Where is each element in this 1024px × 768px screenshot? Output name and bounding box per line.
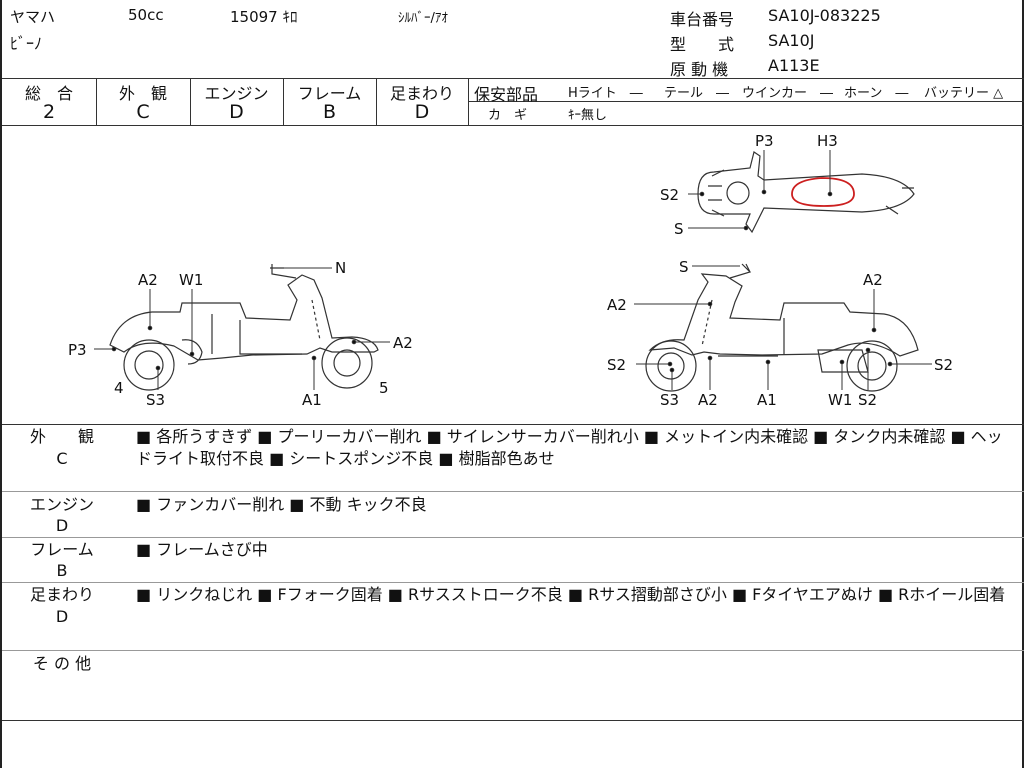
model-type: SA10J bbox=[768, 31, 815, 50]
label-h3: H3 bbox=[817, 132, 838, 150]
label-5: 5 bbox=[379, 379, 389, 397]
divider bbox=[376, 78, 377, 126]
label-s3: S3 bbox=[146, 391, 165, 409]
safety-winker: ウインカー ― bbox=[742, 86, 834, 101]
body-color: ｼﾙﾊﾞｰ/ｱｵ bbox=[398, 11, 448, 26]
engine-no: A113E bbox=[768, 56, 820, 75]
label-a2: A2 bbox=[698, 391, 718, 409]
grade-engine-label: エンジン bbox=[204, 84, 269, 103]
label-p3: P3 bbox=[68, 341, 87, 359]
note-frame-grade: B bbox=[56, 561, 68, 580]
label-a1: A1 bbox=[302, 391, 322, 409]
label-s2: S2 bbox=[660, 186, 679, 204]
note-exterior-text: ■ 各所うすきず ■ プーリーカバー削れ ■ サイレンサーカバー削れ小 ■ メッ… bbox=[136, 427, 1003, 468]
model-type-label: 型 式 bbox=[670, 35, 735, 54]
note-suspension-grade: D bbox=[55, 607, 69, 626]
grade-frame-value: B bbox=[322, 101, 337, 123]
key-label: カ ギ bbox=[488, 108, 528, 123]
displacement: 50cc bbox=[128, 6, 164, 24]
divider bbox=[468, 78, 469, 126]
label-4: 4 bbox=[114, 379, 124, 397]
grade-exterior-value: C bbox=[136, 101, 150, 123]
damage-diagram: A2 W1 N A2 P3 4 5 S3 A1 S A2 A2 S2 S2 S3… bbox=[68, 132, 953, 409]
grade-suspension-label: 足まわり bbox=[389, 84, 454, 103]
divider bbox=[2, 537, 1024, 538]
grade-overall-value: 2 bbox=[42, 101, 56, 123]
note-other-label: そ の 他 bbox=[32, 654, 92, 673]
maker: ヤマハ bbox=[10, 8, 56, 26]
grade-frame-label: フレーム bbox=[297, 84, 362, 103]
rear-wheel bbox=[123, 339, 175, 391]
frame-no: SA10J-083225 bbox=[768, 6, 881, 25]
rear-wheel bbox=[846, 340, 898, 392]
label-s2: S2 bbox=[607, 356, 626, 374]
label-p3: P3 bbox=[755, 132, 774, 150]
label-n: N bbox=[335, 259, 346, 277]
note-suspension-label: 足まわり bbox=[29, 585, 94, 604]
model-name: ﾋﾞｰﾉ bbox=[10, 34, 43, 53]
note-engine-grade: D bbox=[55, 516, 69, 535]
label-w1: W1 bbox=[179, 271, 203, 289]
label-a2: A2 bbox=[393, 334, 413, 352]
divider bbox=[2, 650, 1024, 651]
safety-tail: テール ― bbox=[664, 86, 730, 101]
note-frame-label: フレーム bbox=[30, 540, 94, 559]
label-s3: S3 bbox=[660, 391, 679, 409]
divider bbox=[2, 424, 1024, 425]
grade-exterior-label: 外 観 bbox=[118, 84, 167, 103]
grade-engine-value: D bbox=[229, 101, 244, 123]
note-exterior-grade: C bbox=[56, 449, 68, 468]
label-a2: A2 bbox=[607, 296, 627, 314]
label-a2: A2 bbox=[138, 271, 158, 289]
note-frame-text: ■ フレームさび中 bbox=[136, 540, 268, 559]
front-wheel bbox=[645, 340, 697, 392]
safety-title: 保安部品 bbox=[474, 85, 539, 104]
label-s2: S2 bbox=[858, 391, 877, 409]
divider bbox=[2, 78, 1024, 79]
label-a2: A2 bbox=[863, 271, 883, 289]
divider bbox=[2, 491, 1024, 492]
divider bbox=[468, 101, 1024, 102]
label-a1: A1 bbox=[757, 391, 777, 409]
safety-battery: バッテリー △ bbox=[924, 86, 1004, 101]
damage-mark-h3 bbox=[791, 177, 855, 207]
divider bbox=[2, 582, 1024, 583]
label-s: S bbox=[674, 220, 684, 238]
divider bbox=[2, 125, 1024, 126]
frame-no-label: 車台番号 bbox=[670, 10, 735, 29]
note-engine-text: ■ ファンカバー削れ ■ 不動 キック不良 bbox=[136, 495, 427, 514]
grade-suspension-value: D bbox=[414, 101, 430, 123]
note-exterior-label: 外 観 bbox=[29, 427, 94, 446]
label-s2: S2 bbox=[934, 356, 953, 374]
divider bbox=[96, 78, 97, 126]
engine-label: 原 動 機 bbox=[670, 60, 729, 79]
divider bbox=[2, 720, 1024, 721]
safety-headlight: Hライト ― bbox=[568, 86, 643, 101]
label-s: S bbox=[679, 258, 689, 276]
key-value: ｷｰ無し bbox=[568, 108, 608, 123]
grade-overall-label: 総 合 bbox=[24, 84, 73, 103]
divider bbox=[283, 78, 284, 126]
divider bbox=[190, 78, 191, 126]
label-w1: W1 bbox=[828, 391, 852, 409]
note-engine-label: エンジン bbox=[29, 495, 94, 514]
note-suspension-text: ■ リンクねじれ ■ Fフォーク固着 ■ Rサスストローク不良 ■ Rサス摺動部… bbox=[136, 585, 1006, 604]
front-wheel bbox=[321, 337, 373, 389]
safety-horn: ホーン ― bbox=[844, 86, 909, 101]
mileage: 15097 ｷﾛ bbox=[230, 8, 298, 26]
